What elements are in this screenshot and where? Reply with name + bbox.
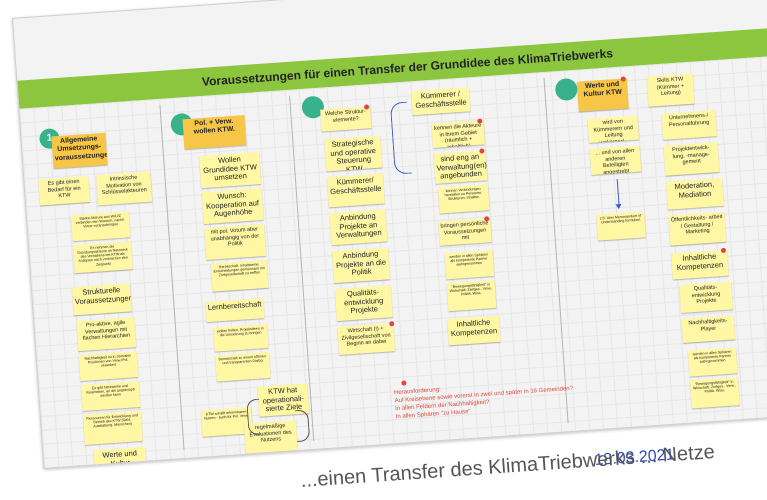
sticky-note: Pro-aktive, agile Verwaltungen mit flach…	[76, 317, 137, 352]
sticky-note: Intrinsische Motivation von Schlüsselakt…	[96, 171, 153, 206]
sticky-note: wollen helfen, Projektideen in die Umset…	[213, 323, 269, 352]
sticky-note: sind eng an Verwaltung(en) angebunden	[433, 150, 488, 184]
sticky-note: Starke Akteure aus W/U/Z verbinden den W…	[70, 211, 131, 242]
sticky-note: Wirtschaft (!) + Zivilgesellschaft von B…	[337, 323, 396, 355]
sticky-note: Werte und Kultur	[93, 446, 148, 469]
sticky-note: Unternehmens-/ Personalführung	[661, 110, 717, 140]
sticky-note: Wollen Grundidee KTW umsetzen	[199, 152, 262, 189]
sticky-note: kennen die Akteure in ihrem Gebiet (räum…	[431, 120, 485, 148]
sticky-note: werden in allen Sphären als kompetente P…	[687, 347, 738, 377]
whiteboard-frame: Voraussetzungen für einen Transfer der G…	[12, 0, 767, 469]
sticky-note: Nachhaltigkeit ist in zentralen Position…	[78, 351, 139, 382]
sticky-note: Welche Struktur- elemente?	[320, 106, 372, 132]
sticky-note: können Verbindungen herstellen zu Person…	[437, 184, 490, 214]
sticky-note: Ressourcen für Entwicklung und Betrieb d…	[82, 410, 143, 445]
sticky-note-header: Allgemeine Umsetzungs- voraussetzungen	[51, 132, 108, 169]
sticky-note: werden in allen Sphären als kompetente P…	[444, 250, 495, 280]
sticky-note: bringen persönliche Voraussetzungen mit	[438, 218, 492, 246]
sticky-note: Es nehmen die Gründungsakteure im Netzwe…	[73, 241, 133, 274]
sticky-note: Bereitschaft, Inhaltsteme Entscheidungen…	[210, 259, 269, 292]
sticky-note: Inhaltliche Kompetenzen	[447, 315, 501, 346]
sticky-note: Es gibt Netzwerke und Vorarbeiten, an di…	[80, 381, 141, 412]
sticky-note: Strukturelle Voraussetzungen	[71, 283, 132, 316]
sticky-note: Nachhaltigkeits- Player	[681, 315, 736, 343]
sticky-note: Skills KTW (Kümmer + Leitung)	[646, 73, 695, 107]
sticky-note: Inhaltliche Kompetenzen	[671, 249, 729, 280]
sticky-note: Kümmerer/ Geschäftsstelle	[326, 173, 385, 208]
sticky-note: Strategische und operative Steuerung KTW	[324, 135, 383, 172]
sticky-note: wird von Kümmerern und Leitung verkörper…	[587, 115, 640, 144]
sticky-note-header: Werte und Kultur KTW	[576, 78, 629, 112]
sticky-note: Kümmerer / Geschäftsstelle	[411, 87, 471, 116]
cycle-arrow	[246, 398, 262, 436]
sticky-note: "Bewegungsfähigkeit" in Wirtschaft, Zivi…	[689, 377, 740, 409]
sticky-note: Anbindung Projekte an die Politik	[332, 247, 391, 284]
sticky-note: Bereitschaft zu einem offenen und transp…	[215, 351, 271, 382]
sticky-note: Öffentlichkeits- arbeit / Gestaltung / M…	[668, 211, 727, 246]
sticky-note: mit pol. Votum aber unabhängig von der P…	[204, 223, 267, 261]
slide-caption: ...einen Transfer des KlimaTriebwerks ..…	[300, 441, 716, 492]
sticky-note: ... und von allen anderen Beteiligten an…	[589, 145, 642, 175]
sticky-note: Wunsch: Kooperation auf Augenhöhe	[201, 188, 264, 225]
sticky-note: Moderation, Mediation	[666, 177, 724, 210]
sticky-note: "Bewegungsfähigkeit" in Wirtschaft, Zivi…	[446, 279, 497, 312]
sticky-note: Qualitäts- entwicklung Projekte	[679, 281, 734, 314]
sticky-note: Projektentwick- lung, -manage- gement	[663, 142, 720, 176]
sticky-note: Qualitäts- entwicklung Projekte	[334, 285, 393, 322]
sticky-note: Anbindung Projekte an Verwaltungen	[329, 209, 388, 246]
sticky-note: z.B. über Memorandum of Understanding fo…	[596, 211, 646, 241]
sticky-note: Lernbereitschaft	[205, 298, 265, 323]
sticky-note-header: Pol. + Verw. wollen KTW.	[182, 115, 247, 150]
sticky-note: Es gibt einen Bedarf für ein KTW	[38, 176, 91, 206]
